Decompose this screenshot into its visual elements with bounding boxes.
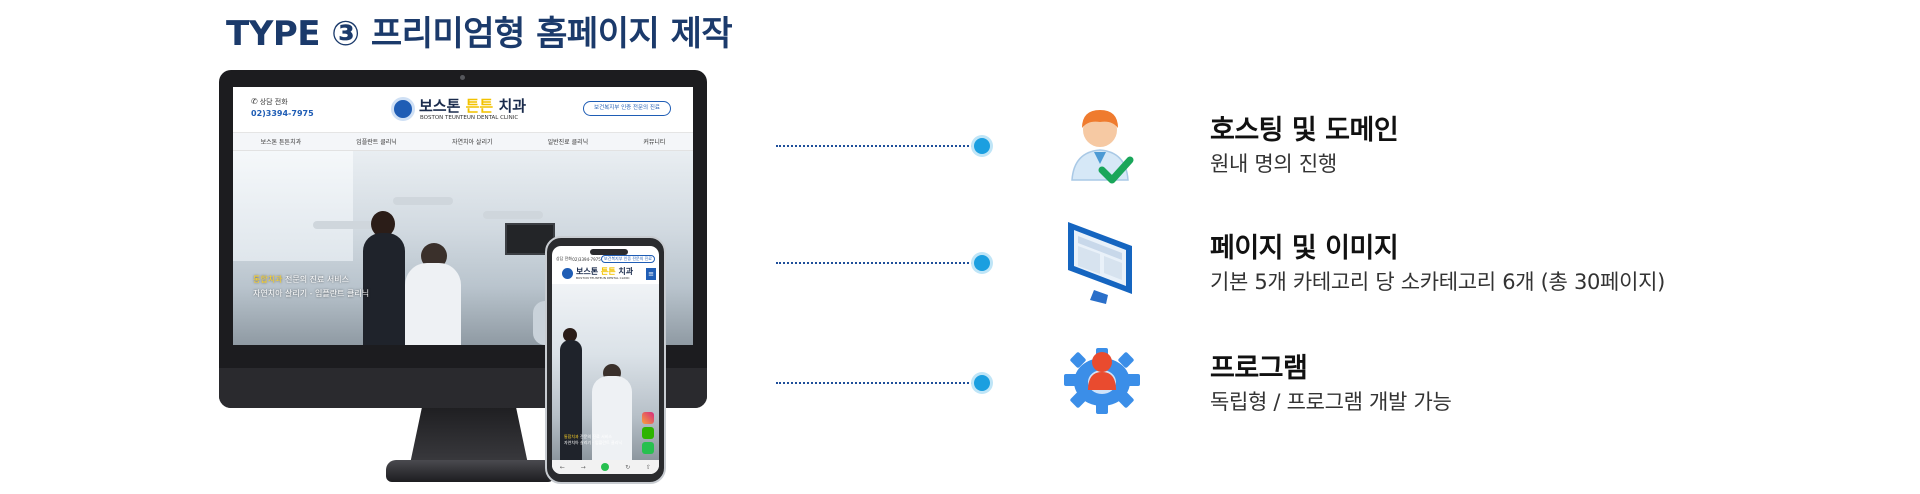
connector-line	[776, 382, 980, 384]
mobile-floating-buttons	[642, 412, 656, 457]
dentist-head	[563, 328, 577, 342]
connector-dot	[974, 138, 990, 154]
monitor-page-icon	[1060, 216, 1140, 304]
call-label-text: 상담 전화	[259, 98, 288, 106]
mobile-topbar: 상담 전화 02)3394-7975 보건복지부 인증 전문의 진료	[552, 254, 659, 264]
hosting-user-check-icon	[1060, 100, 1140, 184]
hero-caption-rest: 전문의 진료 서비스	[578, 434, 612, 439]
feature-title: 호스팅 및 도메인	[1210, 115, 1399, 146]
nav-item[interactable]: 임플란트 클리닉	[356, 139, 397, 146]
mobile-caption-line2: 자연치아 살리기 - 임플란트 클리닉	[564, 440, 623, 445]
logo-name-suffix: 치과	[615, 267, 634, 276]
mobile-logo-name: 보스톤 튼튼 치과	[576, 266, 633, 277]
mobile-cert-badge[interactable]: 보건복지부 인증 전문의 진료	[601, 255, 655, 263]
forward-arrow-icon[interactable]: →	[580, 463, 586, 471]
page-title: TYPE ③ 프리미엄형 홈페이지 제작	[226, 14, 733, 54]
monitor-stand-base	[386, 460, 554, 482]
connector-line	[776, 262, 980, 264]
mobile-call-label[interactable]: 상담 전화	[556, 256, 572, 261]
naver-blog-icon[interactable]	[642, 427, 654, 439]
logo-name: 보스톤 튼튼 치과	[419, 95, 526, 116]
feature-description: 원내 명의 진행	[1210, 152, 1337, 176]
patient-figure	[592, 376, 632, 460]
share-icon[interactable]: ⇧	[646, 463, 652, 471]
call-block: ✆상담 전화 02)3394-7975	[251, 97, 331, 118]
phone-mockup: 상담 전화 02)3394-7975 보건복지부 인증 전문의 진료 보스톤 튼…	[545, 236, 666, 484]
logo-name-prefix: 보스톤	[576, 267, 601, 276]
mobile-call-number[interactable]: 02)3394-7975	[572, 256, 601, 262]
logo-name-suffix: 치과	[493, 97, 527, 115]
logo-name-prefix: 보스톤	[419, 97, 466, 115]
phone-screen: 상담 전화 02)3394-7975 보건복지부 인증 전문의 진료 보스톤 튼…	[552, 246, 659, 474]
back-arrow-icon[interactable]: ←	[559, 463, 565, 471]
phone-icon: ✆	[251, 97, 258, 106]
site-header: ✆상담 전화 02)3394-7975 보스톤 튼튼 치과 BOSTON TEU…	[233, 87, 693, 133]
clinic-logo[interactable]: 보스톤 튼튼 치과 BOSTON TEUNTEUN DENTAL CLINIC	[391, 94, 541, 126]
hero-caption-rest: 전문의 진료 서비스	[282, 275, 349, 284]
refresh-icon[interactable]: ↻	[625, 463, 631, 471]
tooth-logo-icon	[562, 268, 573, 279]
hero-caption-line1: 통합치과 전문의 진료 서비스	[253, 273, 369, 287]
mobile-caption-line1: 통합치과 전문의 진료 서비스	[564, 434, 622, 440]
mobile-logo[interactable]: 보스톤 튼튼 치과 BOSTON TEUNTEUN DENTAL CLINIC	[562, 266, 652, 282]
hero-caption: 통합치과 전문의 진료 서비스 자연치아 살리기 - 임플란트 클리닉	[253, 273, 369, 301]
logo-subtitle: BOSTON TEUNTEUN DENTAL CLINIC	[420, 115, 519, 121]
mobile-logo-subtitle: BOSTON TEUNTEUN DENTAL CLINIC	[576, 276, 630, 280]
call-number[interactable]: 02)3394-7975	[251, 109, 314, 118]
nav-item[interactable]: 자연치아 살리기	[451, 139, 493, 146]
site-nav: 보스톤 튼튼치과 임플란트 클리닉 자연치아 살리기 일반진료 클리닉 커뮤니티	[233, 133, 693, 151]
phone-notch	[590, 249, 628, 255]
logo-name-highlight: 튼튼	[600, 267, 616, 276]
chat-icon[interactable]	[642, 442, 654, 454]
home-icon[interactable]	[601, 463, 610, 471]
feature-title: 프로그램	[1210, 353, 1308, 384]
instagram-icon[interactable]	[642, 412, 654, 424]
connector-dot	[974, 375, 990, 391]
dentist-figure	[363, 233, 405, 345]
hero-caption-highlight: 통합치과	[564, 434, 579, 439]
feature-title: 페이지 및 이미지	[1210, 233, 1399, 264]
cert-badge-button[interactable]: 보건복지부 인증 전문의 진료	[583, 101, 671, 116]
dental-lamp	[313, 221, 373, 229]
nav-item[interactable]: 보스톤 튼튼치과	[260, 139, 302, 146]
dentist-head	[371, 211, 395, 237]
nav-item[interactable]: 일반진료 클리닉	[547, 139, 589, 146]
gear-person-icon	[1060, 342, 1140, 422]
hero-window	[233, 151, 353, 261]
hero-caption-line2: 자연치아 살리기 - 임플란트 클리닉	[253, 289, 370, 298]
feature-description: 독립형 / 프로그램 개발 가능	[1210, 390, 1452, 414]
tooth-logo-icon	[391, 97, 415, 121]
webcam-dot	[460, 75, 465, 80]
mobile-hero-caption: 통합치과 전문의 진료 서비스 자연치아 살리기 - 임플란트 클리닉	[564, 434, 622, 446]
hamburger-menu-icon[interactable]: ≡	[646, 268, 656, 280]
dentist-figure	[560, 340, 582, 460]
feature-description: 기본 5개 카테고리 당 소카테고리 6개 (총 30페이지)	[1210, 270, 1666, 294]
connector-dot	[974, 255, 990, 271]
nav-item[interactable]: 커뮤니티	[643, 139, 666, 146]
dental-lamp	[393, 197, 453, 205]
connector-line	[776, 145, 980, 147]
mobile-hero-image: 통합치과 전문의 진료 서비스 자연치아 살리기 - 임플란트 클리닉	[552, 284, 659, 460]
mobile-browser-bar: ← → ↻ ⇧	[552, 460, 659, 474]
patient-figure	[405, 263, 461, 345]
logo-name-highlight: 튼튼	[465, 97, 494, 115]
call-label: ✆상담 전화	[251, 97, 331, 107]
monitor-stand-neck	[410, 408, 528, 464]
dental-lamp	[483, 211, 543, 219]
hero-caption-highlight: 통합치과	[253, 275, 283, 284]
